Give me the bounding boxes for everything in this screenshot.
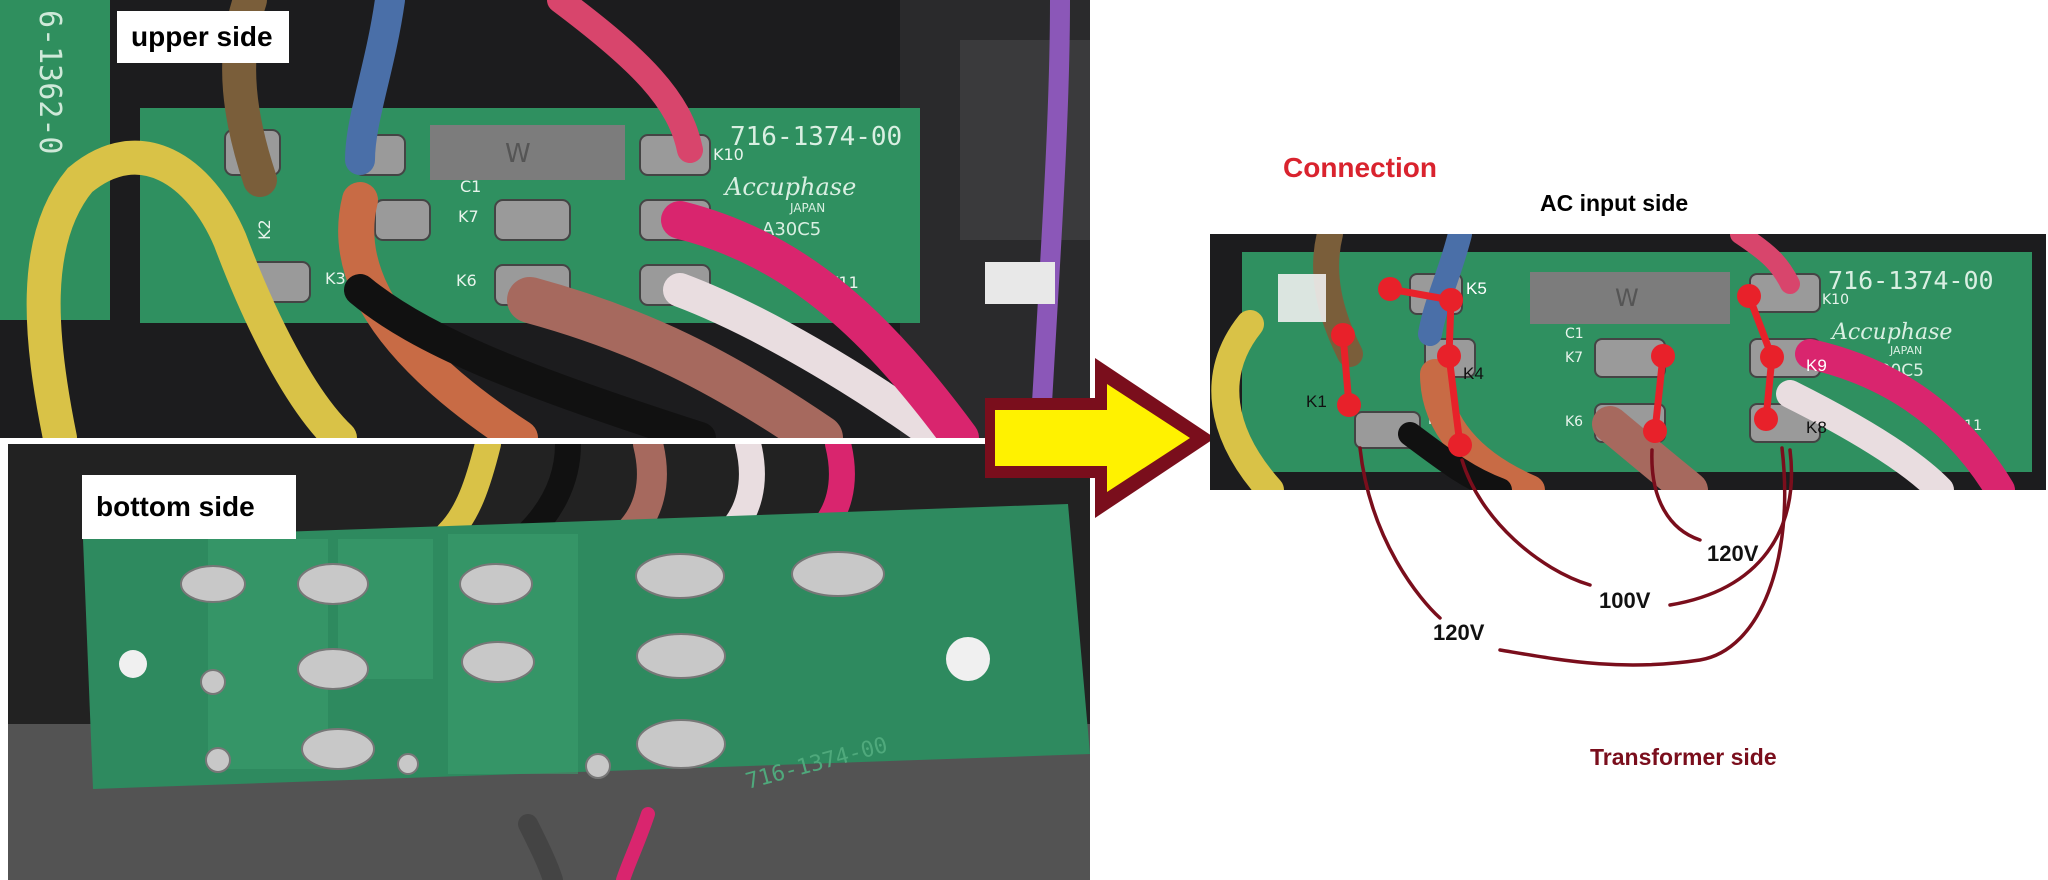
black-wire	[344, 274, 716, 438]
transformer-side-label: Transformer side	[1590, 744, 1777, 770]
board-code-text: 716-1374-00	[730, 122, 902, 152]
voltage-label-120v-left: 120V	[1433, 620, 1485, 645]
svg-text:K6: K6	[1565, 414, 1583, 430]
svg-text:K7: K7	[1565, 350, 1583, 366]
terminal-label-k5: K5	[1466, 279, 1487, 298]
svg-text:K6: K6	[456, 271, 477, 290]
lead-k1-120v	[1358, 446, 1442, 620]
dot-k6	[1643, 419, 1667, 443]
dot-k1	[1337, 393, 1361, 417]
lead-k4-100v	[1460, 458, 1592, 587]
dot-k10	[1737, 284, 1761, 308]
purple-wire	[1030, 0, 1070, 438]
svg-text:K7: K7	[458, 207, 479, 226]
upper-side-photo-drawing: 6-1362-0 W 716-1374-00 Accuphase JAPAN A…	[0, 0, 1090, 438]
voltage-label-100v: 100V	[1599, 588, 1651, 613]
svg-text:K3: K3	[325, 269, 346, 288]
ac-input-side-label: AC input side	[1540, 190, 1689, 216]
cable-tie	[985, 262, 1055, 304]
dot-k2-top	[1331, 323, 1355, 347]
magenta-wire	[661, 201, 979, 438]
right-arrow-icon	[985, 358, 1215, 518]
white-wire	[663, 273, 957, 438]
jumper-k4-k3	[1445, 352, 1464, 449]
svg-text:C1: C1	[1565, 326, 1584, 342]
connection-title: Connection	[1283, 152, 1437, 183]
svg-text:6-1362-0: 6-1362-0	[32, 10, 67, 155]
dot-k4	[1437, 344, 1461, 368]
terminal-label-k9: K9	[1806, 356, 1827, 375]
panel-divider	[0, 438, 1090, 444]
svg-text:Accuphase: Accuphase	[1830, 320, 1952, 345]
svg-text:A30C5: A30C5	[762, 219, 821, 240]
svg-text:W: W	[1615, 284, 1639, 312]
upper-side-photo: 6-1362-0 W 716-1374-00 Accuphase JAPAN A…	[0, 0, 1090, 438]
terminal-label-k1: K1	[1306, 392, 1327, 411]
terminal-label-k8: K8	[1806, 418, 1827, 437]
dot-k5	[1439, 288, 1463, 312]
red-wire	[547, 0, 703, 163]
dot-k3	[1448, 433, 1472, 457]
bottom-side-photo: 716-1374-00	[8, 444, 1090, 880]
dot-k5-left	[1378, 277, 1402, 301]
jumper-k7-k6	[1651, 352, 1667, 435]
terminal-label-k4: K4	[1463, 364, 1484, 383]
connection-board-photo: W 716-1374-00 Accuphase JAPAN A30C5 K10 …	[1210, 234, 2046, 490]
upper-side-label: upper side	[117, 11, 289, 63]
pink-brown-wire	[507, 277, 843, 438]
jumper-wires	[1339, 285, 1776, 449]
bottom-side-label: bottom side	[82, 475, 296, 539]
relay-component	[430, 125, 625, 180]
svg-text:K2: K2	[255, 219, 274, 240]
svg-text:JAPAN: JAPAN	[1889, 344, 1922, 357]
svg-text:C1: C1	[460, 177, 481, 196]
jumper-dots	[1331, 277, 1784, 457]
yellow-wire	[26, 140, 357, 438]
blue-wire	[345, 0, 405, 175]
svg-text:W: W	[505, 139, 531, 169]
connection-board-drawing: W 716-1374-00 Accuphase JAPAN A30C5 K10 …	[1210, 234, 2046, 490]
dot-k9	[1760, 345, 1784, 369]
transformer-leads	[1358, 446, 1794, 667]
lead-k6-120v	[1650, 448, 1702, 542]
lead-k8-120v	[1498, 446, 1787, 667]
svg-text:Accuphase: Accuphase	[723, 173, 856, 201]
dot-k8	[1754, 407, 1778, 431]
svg-text:JAPAN: JAPAN	[789, 201, 825, 215]
dot-k7	[1651, 344, 1675, 368]
svg-text:K10: K10	[1822, 292, 1849, 308]
bottom-side-photo-drawing: 716-1374-00	[8, 444, 1090, 880]
lead-k8-100v	[1668, 448, 1794, 607]
svg-text:K10: K10	[713, 145, 744, 164]
svg-text:716-1374-00: 716-1374-00	[1828, 266, 1994, 295]
voltage-label-120v-right: 120V	[1707, 541, 1759, 566]
